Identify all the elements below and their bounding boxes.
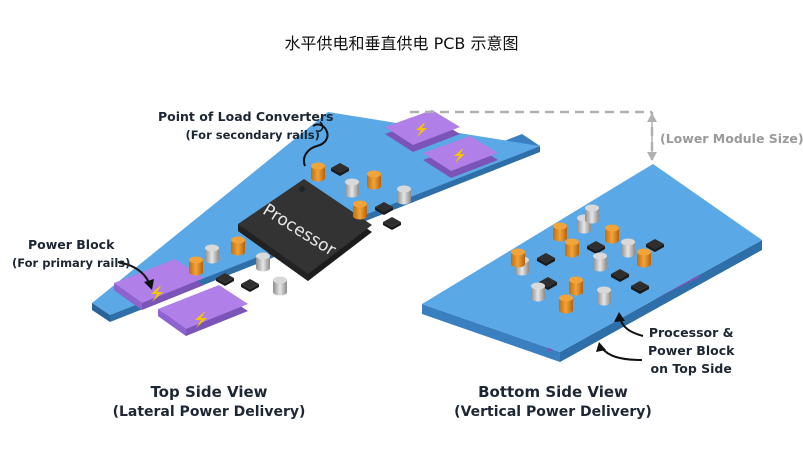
note-arrow-2 xyxy=(601,347,643,361)
small-ic xyxy=(537,253,555,266)
small-ic xyxy=(241,279,259,292)
inductor xyxy=(353,200,367,220)
small-ic xyxy=(216,273,234,286)
bottom-side-caption-main: Bottom Side View xyxy=(478,383,628,401)
inductor xyxy=(189,256,203,276)
pol-brace xyxy=(303,123,329,167)
small-ic xyxy=(331,163,349,176)
left-components xyxy=(189,162,411,296)
inductor xyxy=(559,294,573,314)
capacitor xyxy=(397,185,411,205)
capacitor xyxy=(345,178,359,198)
page-title: 水平供电和垂直供电 PCB 示意图 xyxy=(284,34,519,53)
lower-module-size-label: (Lower Module Size) xyxy=(660,131,803,146)
inductor xyxy=(367,170,381,190)
pol-label-main: Point of Load Converters xyxy=(158,109,334,124)
lightning-icon xyxy=(454,149,465,163)
lower-module-size-marker xyxy=(410,110,657,161)
small-ic xyxy=(631,281,649,294)
small-ic xyxy=(646,239,664,252)
power-block-label-main: Power Block xyxy=(27,237,115,252)
capacitor xyxy=(597,286,611,306)
pol-label-sub: (For secondary rails) xyxy=(185,128,320,142)
pol-label: Point of Load Converters (For secondary … xyxy=(158,108,333,144)
small-ic xyxy=(383,217,401,230)
power-block-label-sub: (For primary rails) xyxy=(12,256,131,270)
capacitor xyxy=(585,204,599,224)
inductor xyxy=(565,238,579,258)
top-side-caption: Top Side View (Lateral Power Delivery) xyxy=(102,382,316,422)
note-line-1: Processor & xyxy=(648,325,734,340)
inductor xyxy=(231,236,245,256)
note-line-3: on Top Side xyxy=(650,361,732,376)
capacitor xyxy=(593,252,607,272)
power-block-label: Power Block (For primary rails) xyxy=(12,236,130,272)
inductor xyxy=(553,222,567,242)
inductor xyxy=(311,162,325,182)
small-ic xyxy=(611,269,629,282)
inductor xyxy=(511,248,525,268)
pol-blocks xyxy=(385,110,498,178)
pol-brace-line xyxy=(317,121,324,132)
capacitor xyxy=(621,238,635,258)
lightning-icon xyxy=(151,286,163,302)
small-ic xyxy=(587,241,605,254)
bottom-side-caption-sub: (Vertical Power Delivery) xyxy=(454,404,652,420)
top-side-caption-main: Top Side View xyxy=(150,383,268,401)
processor-chip xyxy=(238,179,372,281)
note-line-2: Power Block xyxy=(648,343,735,358)
lightning-icon xyxy=(416,123,427,137)
capacitor xyxy=(273,276,287,296)
bottom-side-board xyxy=(422,164,762,362)
inductor xyxy=(605,224,619,244)
top-side-caption-sub: (Lateral Power Delivery) xyxy=(112,404,306,420)
capacitor xyxy=(531,282,545,302)
bottom-side-caption: Bottom Side View (Vertical Power Deliver… xyxy=(442,382,664,422)
board-bottom-face xyxy=(422,164,762,352)
lightning-icon xyxy=(195,312,207,328)
small-ic xyxy=(375,202,393,215)
capacitor xyxy=(256,252,270,272)
inductor xyxy=(569,276,583,296)
power-block-left xyxy=(114,259,248,336)
right-components xyxy=(511,204,664,314)
inductor xyxy=(637,248,651,268)
capacitor xyxy=(205,244,219,264)
processor-power-note: Processor & Power Block on Top Side xyxy=(648,324,734,378)
